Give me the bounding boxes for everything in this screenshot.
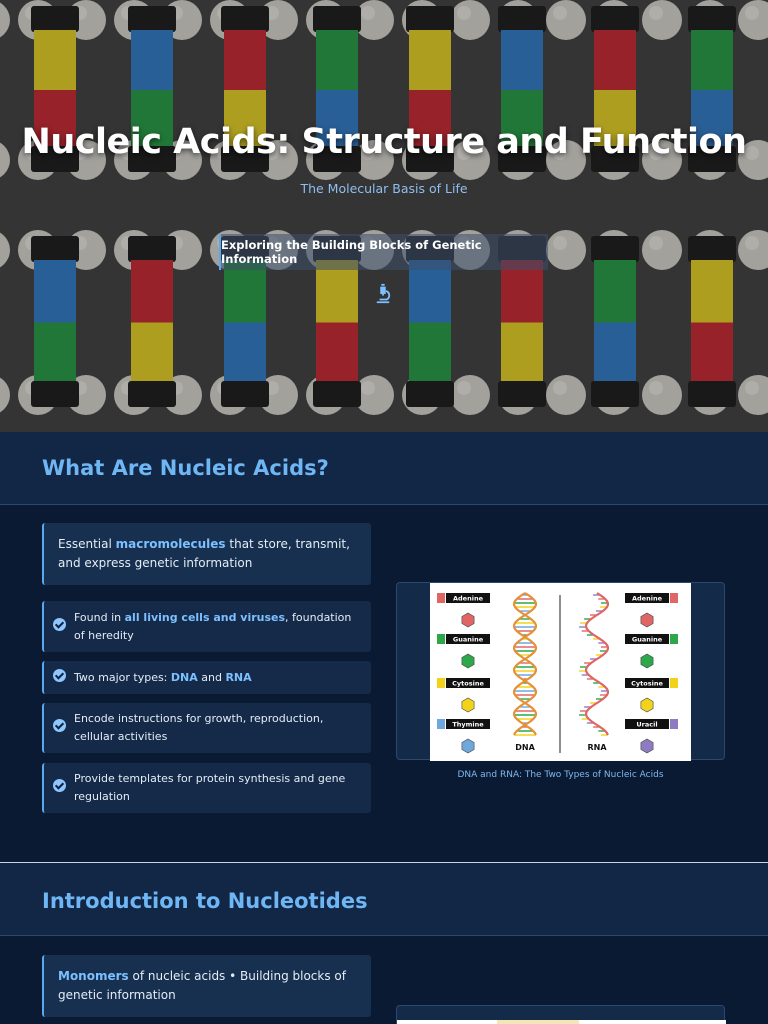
page-subtitle: The Molecular Basis of Life [300, 181, 468, 196]
figure-card [396, 1005, 726, 1024]
base-molecule [461, 612, 475, 628]
base-label: Cytosine [452, 680, 484, 688]
base-molecule [640, 653, 654, 669]
microscope-icon [376, 283, 391, 304]
dna-strand [513, 592, 537, 736]
base-molecule [640, 738, 654, 754]
base-label: Thymine [452, 721, 484, 729]
page-title: Nucleic Acids: Structure and Function [21, 122, 747, 162]
base-color-swatch [670, 719, 678, 729]
base-label: Adenine [632, 595, 663, 603]
base-label: Cytosine [631, 680, 663, 688]
base-label-box [625, 678, 669, 688]
base-label: Adenine [453, 595, 484, 603]
rna-strand [585, 592, 609, 736]
base-color-swatch [437, 593, 445, 603]
check-circle-icon [53, 719, 66, 732]
list-item: Encode instructions for growth, reproduc… [42, 703, 371, 753]
base-label-box [446, 593, 490, 603]
base-label-box [625, 593, 669, 603]
figure-highlight-strip [497, 1020, 579, 1024]
highlight-term: macromolecules [115, 537, 226, 551]
base-label: Guanine [632, 636, 663, 644]
hero-tagline: Exploring the Building Blocks of Genetic… [219, 234, 548, 270]
section-header-nucleic-acids: What Are Nucleic Acids? [0, 432, 768, 505]
rna-label: RNA [587, 743, 607, 752]
base-color-swatch [437, 634, 445, 644]
hero-banner: Nucleic Acids: Structure and Function Th… [0, 0, 768, 432]
base-label: Uracil [636, 721, 657, 729]
base-color-swatch [670, 678, 678, 688]
list-item: Two major types: DNA and RNA [42, 661, 371, 694]
base-color-swatch [437, 719, 445, 729]
base-color-swatch [670, 634, 678, 644]
base-label-box [446, 678, 490, 688]
check-circle-icon [53, 617, 66, 631]
highlight-term: Monomers [58, 969, 129, 983]
dna-label: DNA [515, 743, 535, 752]
section-title: Introduction to Nucleotides [42, 889, 368, 913]
definition-callout: Essential macromolecules that store, tra… [42, 523, 371, 585]
base-label-box [446, 634, 490, 644]
base-label-box [446, 719, 490, 729]
check-circle-icon [53, 779, 66, 792]
list-item: Provide templates for protein synthesis … [42, 763, 371, 813]
nucleotide-figure [397, 1020, 726, 1024]
base-molecule [461, 738, 475, 754]
base-color-swatch [670, 593, 678, 603]
hero-overlay [0, 0, 768, 432]
list-item: Found in all living cells and viruses, f… [42, 601, 371, 652]
check-circle-icon [53, 668, 66, 682]
definition-callout: Monomers of nucleic acids • Building blo… [42, 955, 371, 1017]
base-label: Guanine [453, 636, 484, 644]
base-label-box [625, 719, 669, 729]
base-molecule [640, 697, 654, 713]
base-molecule [640, 612, 654, 628]
base-molecule [461, 653, 475, 669]
section-header-nucleotides: Introduction to Nucleotides [0, 863, 768, 936]
dna-model-background [0, 0, 768, 432]
section-divider [0, 862, 768, 863]
base-molecule [461, 697, 475, 713]
dna-strand [513, 592, 537, 736]
section-title: What Are Nucleic Acids? [42, 456, 329, 480]
base-color-swatch [437, 678, 445, 688]
figure-caption: DNA and RNA: The Two Types of Nucleic Ac… [457, 770, 664, 780]
base-label-box [625, 634, 669, 644]
